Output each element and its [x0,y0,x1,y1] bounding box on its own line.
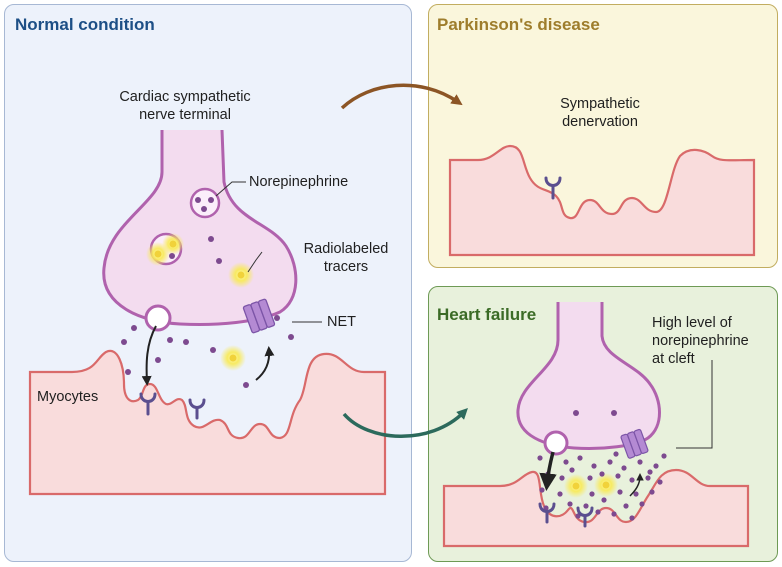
norepinephrine-molecules-normal [121,197,294,388]
sympathetic-denervation-label: Sympathetic denervation [560,96,640,130]
parkinsons-disease-title: Parkinson's disease [437,15,600,34]
nerve-terminal-heart-failure [516,302,661,450]
normal-condition-title: Normal condition [15,15,155,34]
net-transporter [620,428,649,459]
net-label: NET [327,314,356,330]
myocytes-label: Myocytes [37,389,99,405]
arrow-to-parkinsons [340,83,463,110]
norepinephrine-label: Norepinephrine [249,174,349,190]
myocyte-membrane-parkinsons [448,144,756,257]
myocyte-membrane-normal [28,349,387,496]
vesicle-norepinephrine [189,187,221,219]
receptor-icon [538,502,594,528]
high-norepinephrine-label: High level of norepinephrine at cleft [652,315,749,367]
receptor-icon [139,392,206,420]
heart-failure-title: Heart failure [437,305,537,324]
arrow-to-heart-failure [342,408,468,438]
nerve-terminal-label: Cardiac sympathetic nerve terminal [119,89,251,123]
radiolabeled-tracers-label: Radiolabeled tracers [303,241,389,275]
net-transporter [242,298,276,334]
vesicle-releasing [144,304,172,332]
receptor-icon [544,176,562,200]
nerve-terminal-normal [102,129,298,326]
